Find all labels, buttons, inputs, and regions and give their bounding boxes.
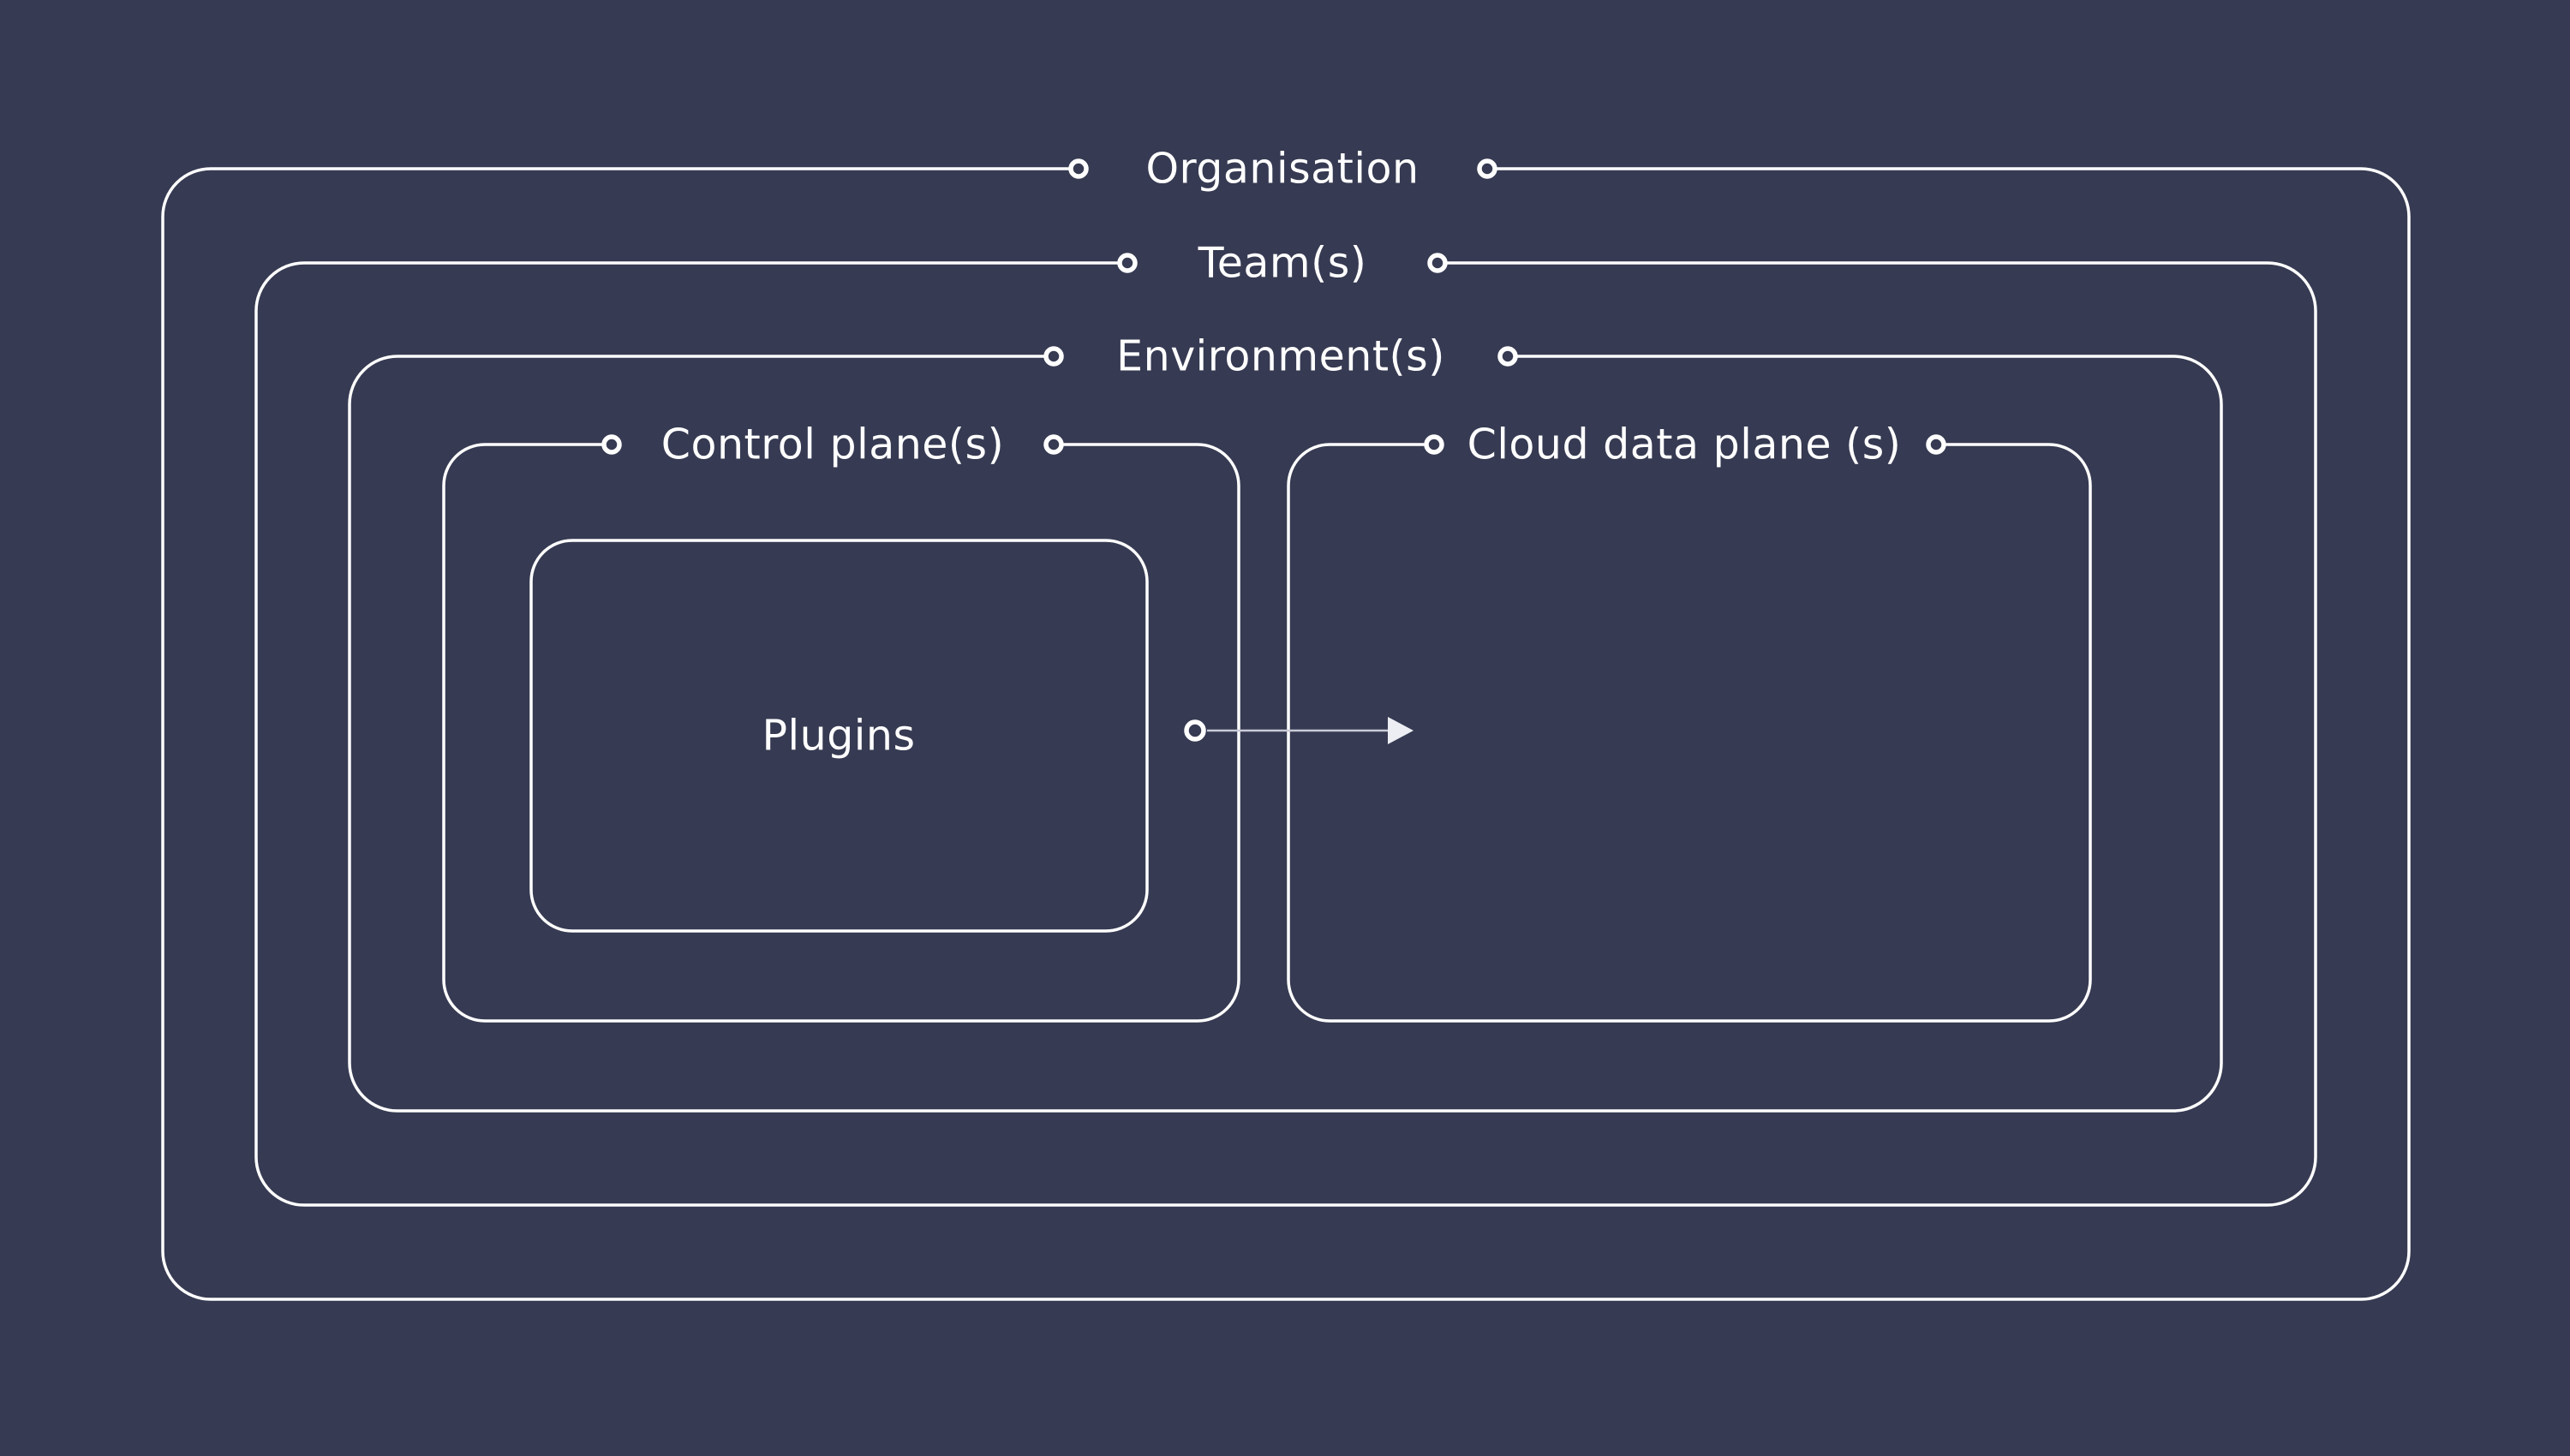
organisation-gap-dot-left xyxy=(1068,158,1089,179)
cloud-data-plane-gap-dot-right xyxy=(1926,434,1946,455)
organisation-gap-dot-right xyxy=(1477,158,1497,179)
environment-gap-dot-left xyxy=(1043,346,1064,367)
plugins-label: Plugins xyxy=(762,712,915,761)
control-plane-gap-dot-left xyxy=(601,434,622,455)
organisation-box-border xyxy=(161,167,2411,1301)
plugins-to-cloud-arrow-head xyxy=(1388,717,1414,744)
team-label: Team(s) xyxy=(1198,239,1367,288)
control-plane-label: Control plane(s) xyxy=(661,421,1004,469)
control-plane-gap-dot-right xyxy=(1043,434,1064,455)
team-box-border xyxy=(254,261,2317,1207)
cloud-data-plane-gap-dot-left xyxy=(1424,434,1444,455)
team-gap-dot-right xyxy=(1427,253,1448,273)
arrow-start-dot xyxy=(1184,719,1206,742)
environment-gap-dot-right xyxy=(1497,346,1518,367)
plugins-box-border xyxy=(529,539,1149,933)
control-plane-box-border xyxy=(442,443,1240,1023)
environment-box-border xyxy=(348,355,2223,1113)
organisation-label: Organisation xyxy=(1145,145,1419,194)
cloud-data-plane-box-border xyxy=(1287,443,2092,1023)
environment-label: Environment(s) xyxy=(1116,332,1445,381)
cloud-data-plane-label: Cloud data plane (s) xyxy=(1467,421,1902,469)
team-gap-dot-left xyxy=(1117,253,1138,273)
